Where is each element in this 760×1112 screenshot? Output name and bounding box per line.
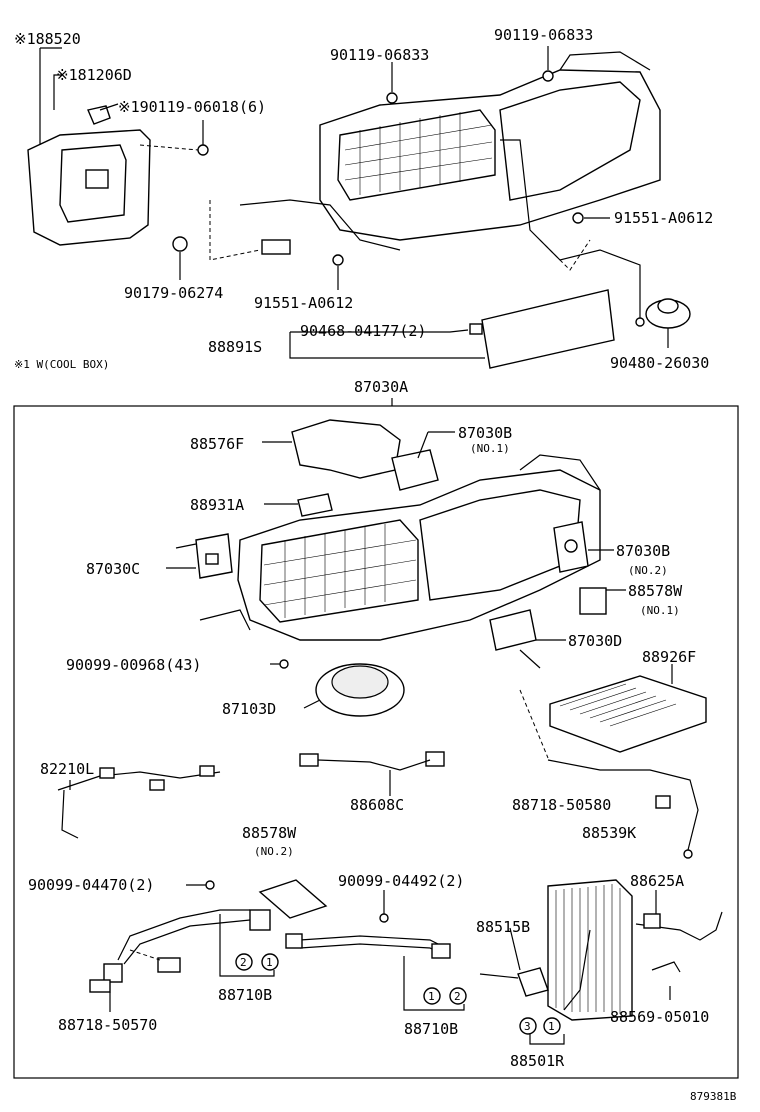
harness-82210L: [57, 765, 221, 839]
servo-87030C: [166, 533, 233, 579]
label-90119-06833-b: 90119-06833: [494, 26, 593, 44]
clip-88569-05010: [651, 961, 681, 1000]
label-88539K: 88539K: [582, 824, 636, 842]
label-90099-04492: 90099-04492(2): [338, 872, 464, 890]
screw-90099-00968: [270, 659, 289, 669]
resistor-88931A: [264, 493, 333, 517]
servo-87030D: [489, 609, 566, 669]
pad-and-grommet: [289, 289, 691, 369]
svg-text:1: 1: [548, 1020, 555, 1033]
label-88710B-a: 88710B: [218, 986, 272, 1004]
blower-motor-87103D: [303, 663, 405, 717]
label-no2-a: (NO.2): [628, 564, 668, 577]
pad-88578W-no2: [258, 879, 328, 919]
svg-text:1: 1: [266, 956, 273, 969]
label-90099-04470: 90099-04470(2): [28, 876, 154, 894]
label-88926F: 88926F: [642, 648, 696, 666]
wire-88608C: [299, 751, 445, 796]
svg-text:3: 3: [524, 1020, 531, 1033]
cool-box-assembly: [27, 47, 209, 246]
screws-lower: [186, 880, 389, 923]
note-cool-box: ※1 W(COOL BOX): [14, 358, 109, 371]
label-87030D: 87030D: [568, 632, 622, 650]
label-88718-50580: 88718-50580: [512, 796, 611, 814]
label-91551-A0612-a: 91551-A0612: [614, 209, 713, 227]
label-90099-00968: 90099-00968(43): [66, 656, 201, 674]
clamp-88718-50570: [89, 979, 111, 1012]
hvac-unit-top: [209, 51, 661, 327]
hvac-unit-main: [199, 454, 601, 641]
label-87103D: 87103D: [222, 700, 276, 718]
label-91551-A0612-b: 91551-A0612: [254, 294, 353, 312]
evaporator-88501R: [547, 879, 633, 1021]
label-88569-05010: 88569-05010: [610, 1008, 709, 1026]
label-88718-50570: 88718-50570: [58, 1016, 157, 1034]
label-87030B-no2: 87030B: [616, 542, 670, 560]
figure-number: 879381B: [690, 1090, 737, 1103]
duct-88576F: [262, 419, 401, 479]
expansion-valve-88515B: [479, 927, 549, 997]
label-87030A: 87030A: [354, 378, 408, 396]
assembly-frame: [13, 405, 739, 1079]
label-90468-04177: 90468-04177(2): [300, 322, 426, 340]
top-fasteners: [172, 46, 610, 290]
label-88891S: 88891S: [208, 338, 262, 356]
label-88931A: 88931A: [190, 496, 244, 514]
label-88578W-no2: 88578W: [242, 824, 297, 842]
pipe-88539K: [519, 689, 699, 859]
svg-text:2: 2: [454, 990, 461, 1003]
label-88501R: 88501R: [510, 1052, 565, 1070]
label-81206D: ※181206D: [56, 66, 132, 84]
pipes-88710B: [103, 909, 451, 983]
svg-text:1: 1: [428, 990, 435, 1003]
label-82210L: 82210L: [40, 760, 94, 778]
label-88608C: 88608C: [350, 796, 404, 814]
svg-text:2: 2: [240, 956, 247, 969]
label-no1-a: (NO.1): [470, 442, 510, 455]
label-90119-06018: ※190119-06018(6): [118, 98, 266, 116]
label-88576F: 88576F: [190, 435, 244, 453]
callout-circles: 2 1 1 2 3 1: [219, 914, 565, 1045]
label-no1-b: (NO.1): [640, 604, 680, 617]
label-87030C: 87030C: [86, 560, 140, 578]
cabin-filter-88926F: [549, 664, 707, 753]
filter-pad-88578W-no1: [579, 587, 626, 615]
servo-87030B-no1: [391, 431, 455, 491]
label-90480-26030: 90480-26030: [610, 354, 709, 372]
label-88625A: 88625A: [630, 872, 684, 890]
label-88515B: 88515B: [476, 918, 530, 936]
label-90119-06833-a: 90119-06833: [330, 46, 429, 64]
label-90179-06274: 90179-06274: [124, 284, 223, 302]
label-88578W-no1: 88578W: [628, 582, 683, 600]
label-88710B-b: 88710B: [404, 1020, 458, 1038]
label-no2-b: (NO.2): [254, 845, 294, 858]
label-87030B-no1: 87030B: [458, 424, 512, 442]
label-88520: ※188520: [14, 30, 81, 48]
thermistor-88625A: [635, 890, 723, 941]
servo-87030B-no2: [553, 521, 614, 573]
